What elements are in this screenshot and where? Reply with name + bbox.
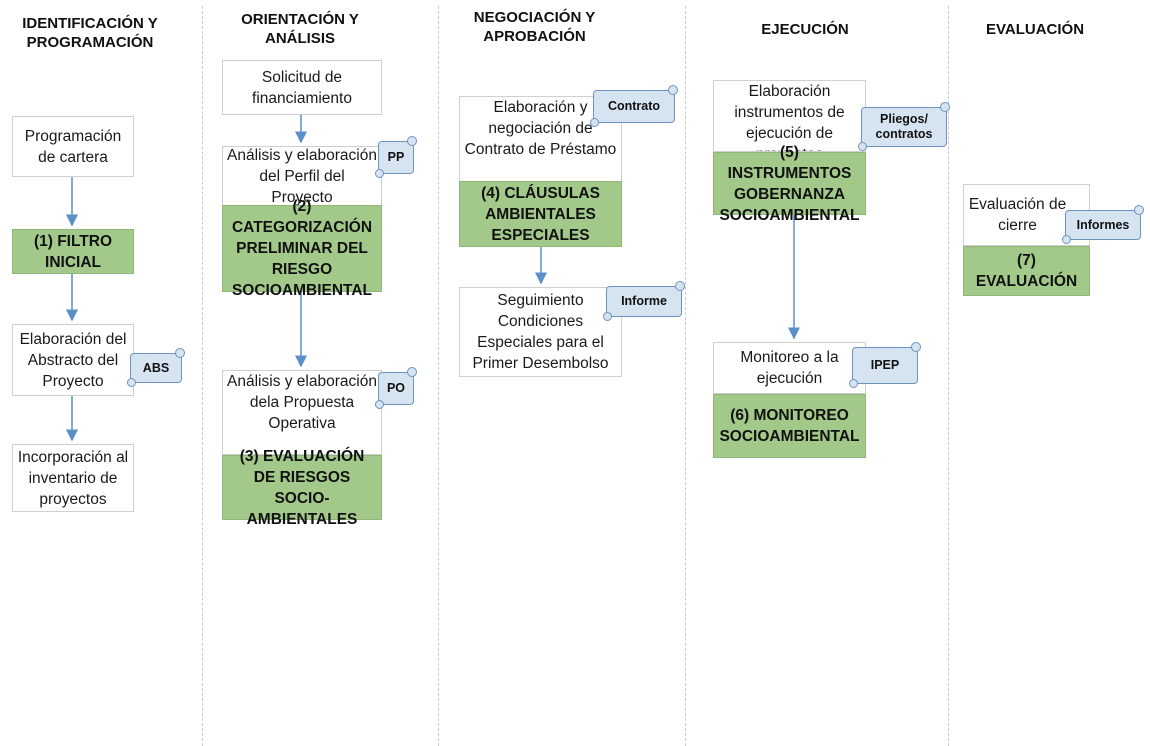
instrumentos-gobernanza-label: (5) INSTRUMENTOS GOBERNANZA SOCIOAMBIENT… xyxy=(719,143,860,224)
phase-header-negociacion: NEGOCIACIÓN Y APROBACIÓN xyxy=(473,9,596,45)
abstracto-box: Elaboración del Abstracto del Proyecto xyxy=(12,324,134,396)
evaluacion-final-label: (7) EVALUACIÓN xyxy=(975,252,1078,290)
perfil-box: Análisis y elaboración del Perfil del Pr… xyxy=(222,146,382,206)
filtro-inicial-box: (1) FILTRO INICIAL xyxy=(12,229,134,274)
incorporacion-box: Incorporación al inventario de proyectos xyxy=(12,444,134,512)
monitoreo-socioambiental-box: (6) MONITOREO SOCIOAMBIENTAL xyxy=(713,394,866,458)
abs-document-icon: ABS xyxy=(127,348,185,387)
evaluacion-riesgos-label: (3) EVALUACIÓN DE RIESGOS SOCIO-AMBIENTA… xyxy=(239,447,365,528)
monitoreo-socioambiental-label: (6) MONITOREO SOCIOAMBIENTAL xyxy=(719,407,860,445)
instrumentos-ejecucion-label: Elaboración instrumentos de ejecución de… xyxy=(734,83,845,151)
column-divider xyxy=(438,6,439,746)
instrumentos-gobernanza-box: (5) INSTRUMENTOS GOBERNANZA SOCIOAMBIENT… xyxy=(713,144,866,224)
pliegos-label: Pliegos/ contratos xyxy=(875,112,933,141)
seguimiento-label: Seguimiento Condiciones Especiales para … xyxy=(472,292,609,372)
programacion-label: Programación de cartera xyxy=(24,127,122,166)
po-document-icon: PO xyxy=(375,367,417,409)
clausulas-label: (4) CLÁUSULAS AMBIENTALES ESPECIALES xyxy=(481,184,600,244)
pp-document-icon: PP xyxy=(375,136,417,178)
incorporacion-label: Incorporación al inventario de proyectos xyxy=(17,448,129,508)
informe-label: Informe xyxy=(621,294,667,308)
propuesta-label: Análisis y elaboración dela Propuesta Op… xyxy=(227,373,377,432)
contrato-prestamo-label: Elaboración y negociación de Contrato de… xyxy=(464,99,617,158)
column-divider xyxy=(202,6,203,746)
contrato-prestamo-box: Elaboración y negociación de Contrato de… xyxy=(459,96,622,182)
ipep-label: IPEP xyxy=(870,358,900,372)
contrato-label: Contrato xyxy=(607,99,661,113)
evaluacion-riesgos-box: (3) EVALUACIÓN DE RIESGOS SOCIO-AMBIENTA… xyxy=(222,448,382,528)
informes-document-icon: Informes xyxy=(1062,205,1144,244)
po-label: PO xyxy=(386,381,406,395)
informe-document-icon: Informe xyxy=(603,281,685,321)
phase-header-orientacion: ORIENTACIÓN Y ANÁLISIS xyxy=(241,11,359,47)
propuesta-box: Análisis y elaboración dela Propuesta Op… xyxy=(222,370,382,455)
ipep-document-icon: IPEP xyxy=(849,342,921,388)
filtro-inicial-label: (1) FILTRO INICIAL xyxy=(33,232,113,271)
monitoreo-ejecucion-label: Monitoreo a la ejecución xyxy=(740,349,839,387)
programacion-box: Programación de cartera xyxy=(12,116,134,177)
column-divider xyxy=(685,6,686,746)
phase-header-ejecucion: EJECUCIÓN xyxy=(761,21,849,38)
perfil-label: Análisis y elaboración del Perfil del Pr… xyxy=(227,147,377,206)
informes-label: Informes xyxy=(1076,217,1130,232)
solicitud-label: Solicitud de financiamiento xyxy=(252,68,352,107)
categorizacion-label: (2) CATEGORIZACIÓN PRELIMINAR DEL RIESGO… xyxy=(231,198,373,299)
phase-header-identificacion: IDENTIFICACIÓN Y PROGRAMACIÓN xyxy=(22,15,158,51)
contrato-document-icon: Contrato xyxy=(590,85,678,127)
column-divider xyxy=(948,6,949,746)
evaluacion-final-box: (7) EVALUACIÓN xyxy=(963,246,1090,296)
instrumentos-ejecucion-box: Elaboración instrumentos de ejecución de… xyxy=(713,80,866,152)
abstracto-label: Elaboración del Abstracto del Proyecto xyxy=(19,330,127,390)
abs-label: ABS xyxy=(142,360,170,375)
phase-header-evaluacion: EVALUACIÓN xyxy=(985,21,1085,38)
monitoreo-ejecucion-box: Monitoreo a la ejecución xyxy=(713,342,866,394)
cierre-label: Evaluación de cierre xyxy=(968,196,1067,234)
pliegos-document-icon: Pliegos/ contratos xyxy=(858,102,950,151)
solicitud-box: Solicitud de financiamiento xyxy=(222,60,382,115)
seguimiento-box: Seguimiento Condiciones Especiales para … xyxy=(459,287,622,377)
pp-label: PP xyxy=(387,150,405,164)
categorizacion-box: (2) CATEGORIZACIÓN PRELIMINAR DEL RIESGO… xyxy=(222,198,382,299)
clausulas-box: (4) CLÁUSULAS AMBIENTALES ESPECIALES xyxy=(459,181,622,247)
